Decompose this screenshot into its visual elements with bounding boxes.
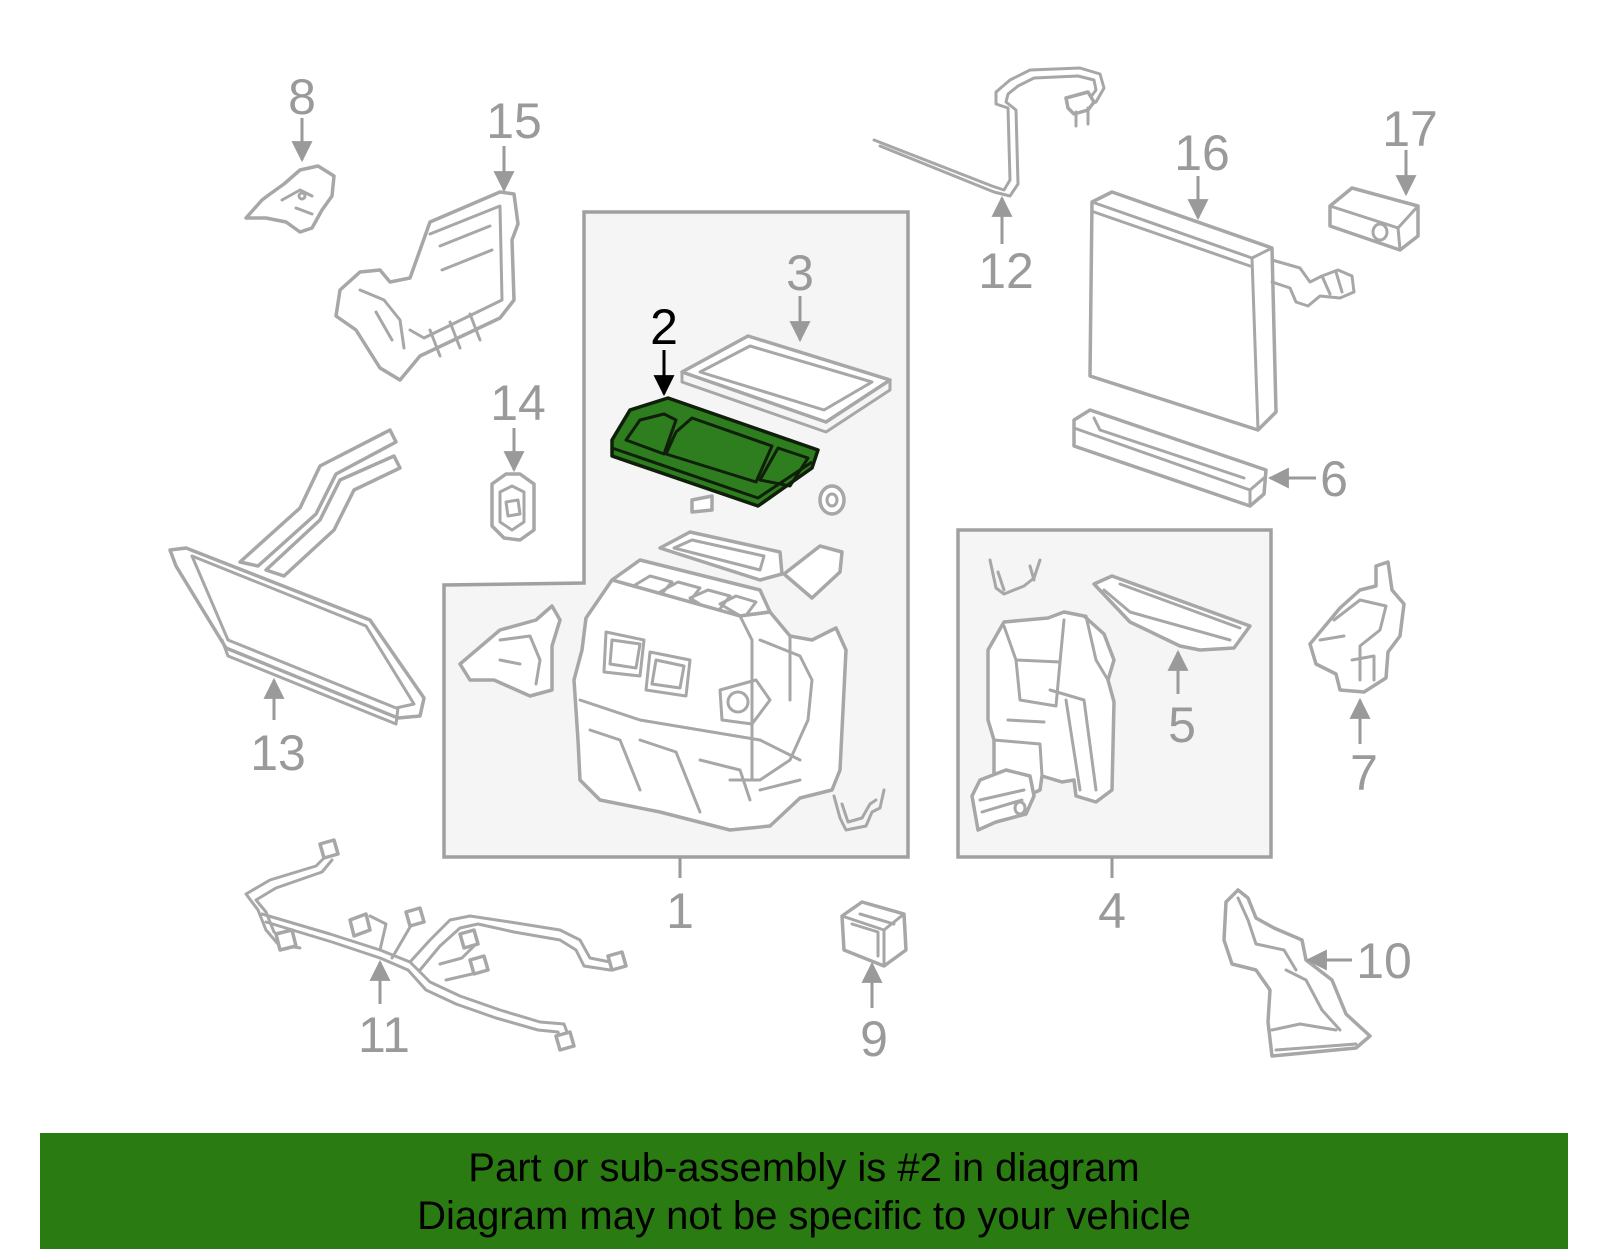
callout-label-10: 10: [1356, 933, 1412, 989]
part-15-duct[interactable]: [334, 190, 520, 382]
callout-6: 6: [1267, 451, 1348, 507]
part-7-side-duct[interactable]: [1308, 560, 1406, 694]
part-10-duct[interactable]: [1222, 888, 1372, 1058]
callout-label-15: 15: [486, 93, 542, 149]
part-13-heater-core[interactable]: [168, 428, 426, 726]
part-3-filter-cover[interactable]: [680, 334, 892, 434]
part-14-grommet[interactable]: [490, 472, 536, 542]
callout-label-5: 5: [1168, 697, 1196, 753]
callout-16: 16: [1174, 125, 1230, 221]
part-12-ac-pipe[interactable]: [872, 66, 1106, 198]
callout-label-4: 4: [1098, 883, 1126, 939]
callout-15: 15: [486, 93, 542, 193]
callout-label-1: 1: [666, 883, 694, 939]
callout-label-12: 12: [978, 243, 1034, 299]
callout-1: 1: [666, 857, 694, 939]
callout-14: 14: [490, 375, 546, 473]
callout-label-6: 6: [1320, 451, 1348, 507]
callout-label-17: 17: [1382, 101, 1438, 157]
part-11-wire-harness[interactable]: [244, 838, 628, 1052]
callout-10: 10: [1305, 933, 1412, 989]
callout-11: 11: [358, 959, 410, 1063]
callout-label-2: 2: [650, 299, 678, 355]
banner-line-disclaimer: Diagram may not be specific to your vehi…: [417, 1194, 1191, 1238]
callout-label-16: 16: [1174, 125, 1230, 181]
callout-label-8: 8: [288, 69, 316, 125]
callout-label-14: 14: [490, 375, 546, 431]
part-4-distribution-duct[interactable]: [970, 558, 1116, 832]
callout-label-11: 11: [358, 1007, 410, 1063]
part-1-side-duct: [458, 604, 562, 698]
info-banner: Part or sub-assembly is #2 in diagram Di…: [40, 1133, 1568, 1249]
part-8-bracket[interactable]: [244, 164, 336, 234]
callout-5: 5: [1167, 649, 1196, 753]
grommet-small: [818, 484, 846, 516]
part-1-bracket: [832, 788, 886, 832]
callout-7: 7: [1349, 697, 1378, 801]
banner-line-part-number: Part or sub-assembly is #2 in diagram: [468, 1146, 1140, 1190]
callout-label-3: 3: [786, 245, 814, 301]
part-9-block[interactable]: [840, 900, 908, 968]
callout-3: 3: [786, 245, 814, 343]
part-5-duct[interactable]: [1092, 574, 1252, 652]
part-2-filter-element-highlighted[interactable]: [610, 396, 820, 508]
callout-13: 13: [250, 677, 306, 781]
callout-17: 17: [1382, 101, 1438, 197]
callout-8: 8: [288, 69, 316, 163]
part-16-evaporator[interactable]: [1088, 190, 1356, 432]
callout-label-7: 7: [1350, 745, 1378, 801]
part-1-hvac-case[interactable]: [572, 494, 848, 832]
callout-2: 2: [650, 299, 678, 397]
callout-12: 12: [978, 195, 1034, 299]
callout-9: 9: [860, 961, 888, 1067]
part-6-tray[interactable]: [1072, 408, 1268, 508]
callout-label-9: 9: [860, 1011, 888, 1067]
callout-4: 4: [1098, 857, 1126, 939]
callout-label-13: 13: [250, 725, 306, 781]
part-17-block[interactable]: [1328, 186, 1420, 252]
